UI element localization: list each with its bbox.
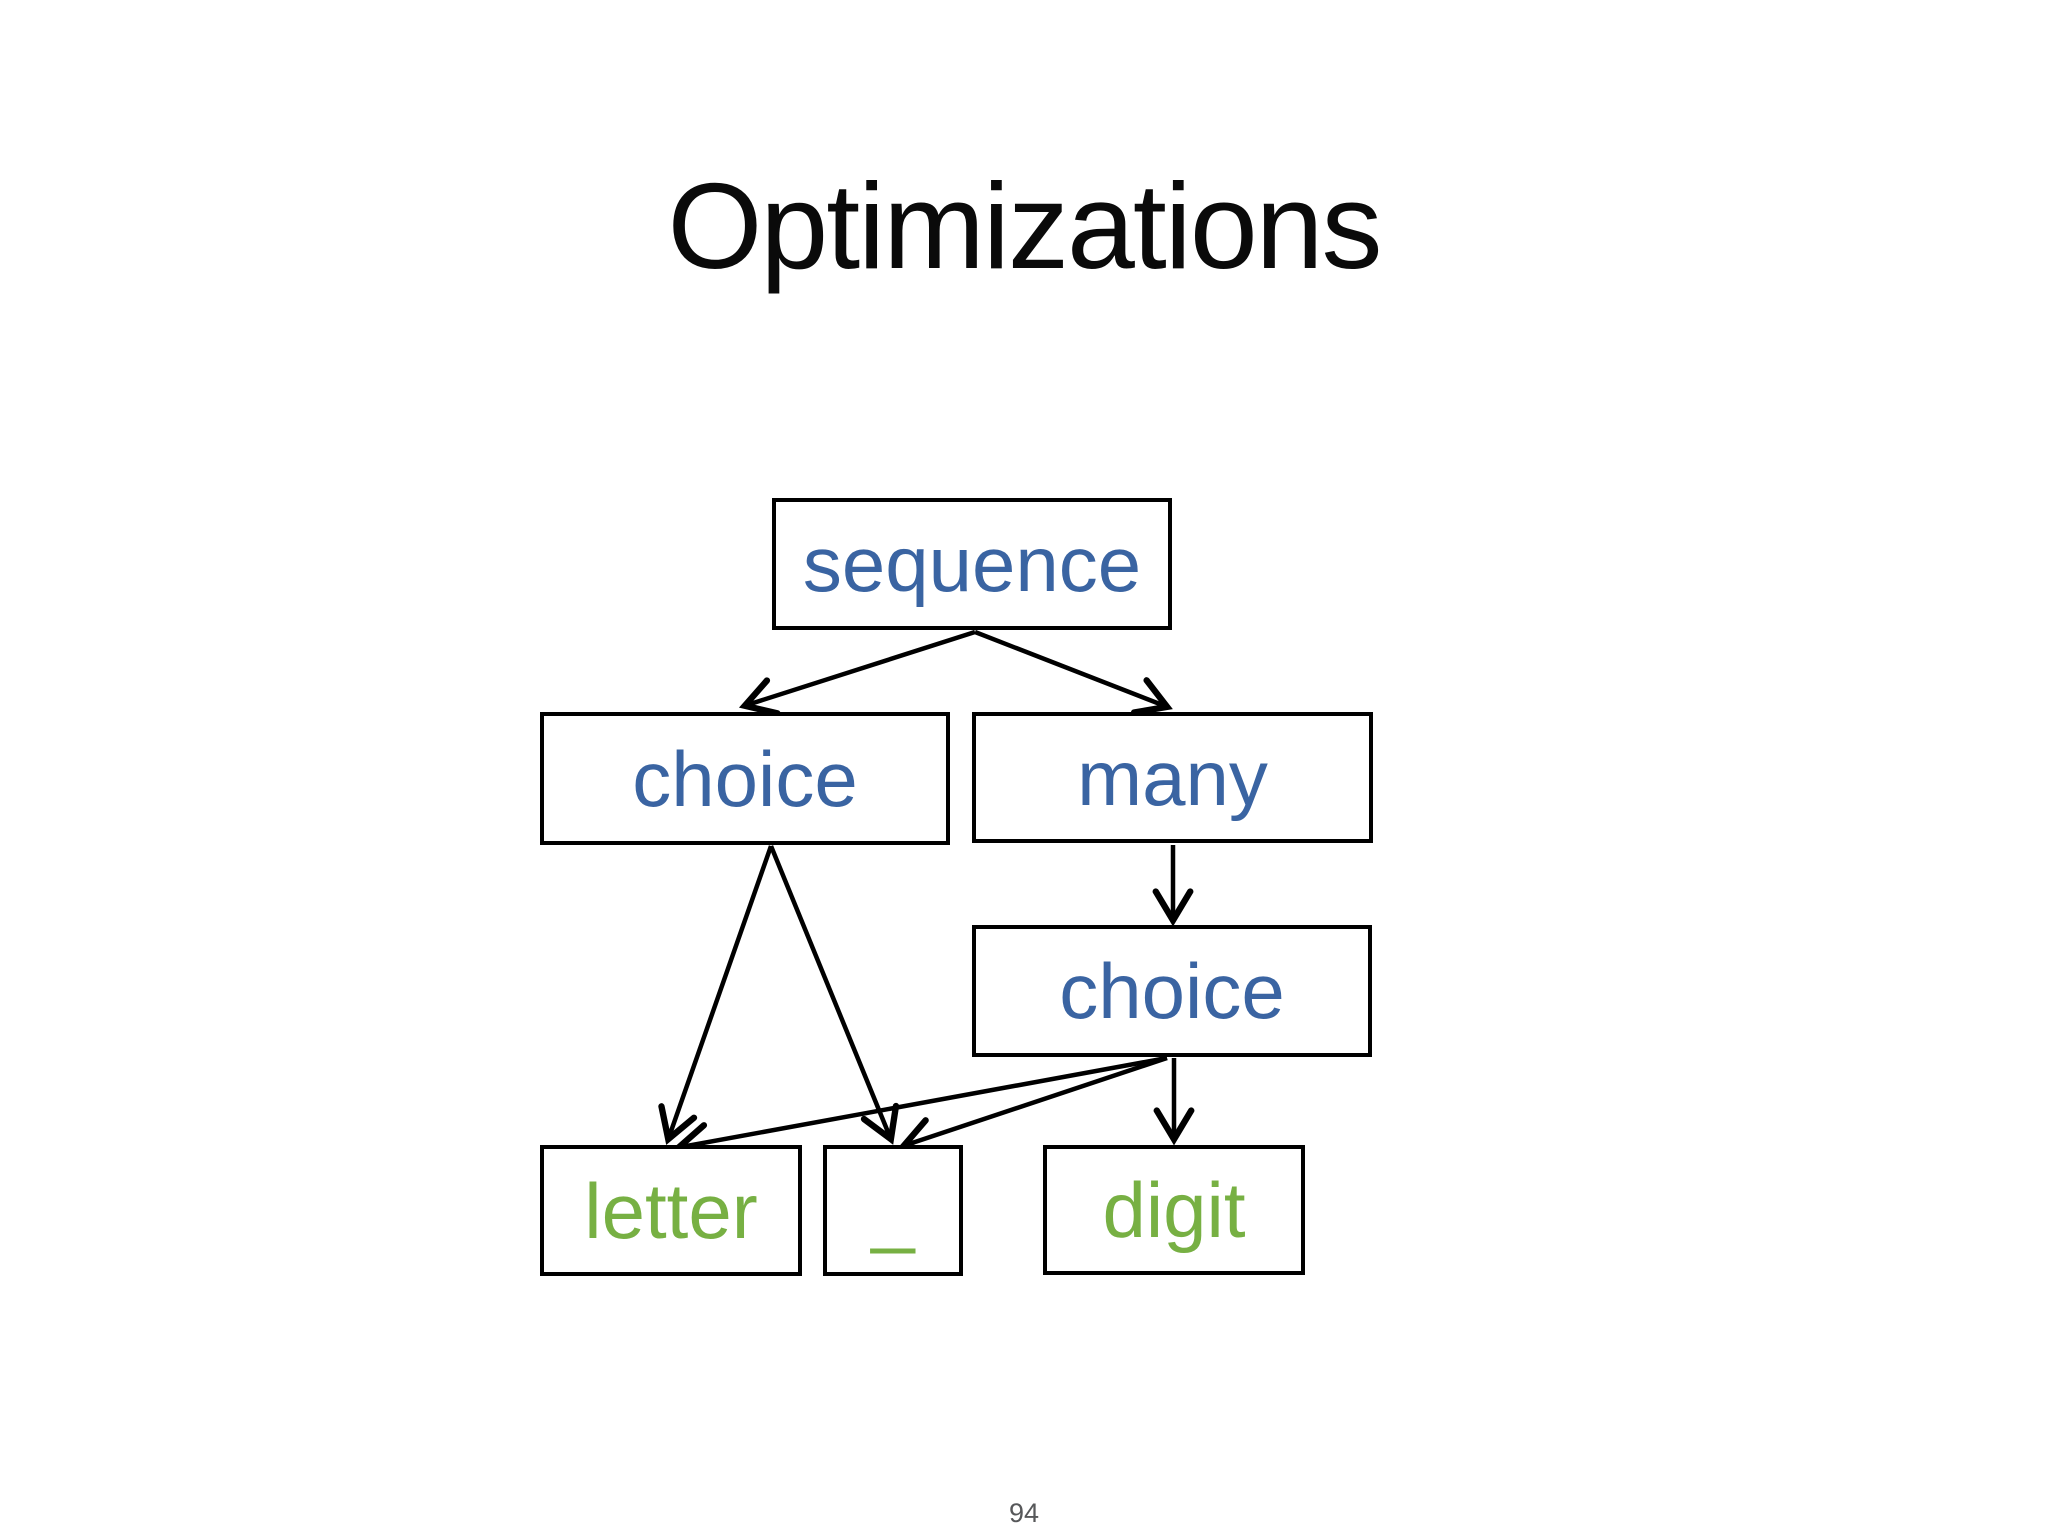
node-letter: letter <box>540 1145 802 1276</box>
edge-choice-left-underscore <box>768 845 900 1145</box>
node-sequence-label: sequence <box>802 520 1142 608</box>
node-digit: digit <box>1043 1145 1305 1275</box>
node-many-label: many <box>1077 733 1268 822</box>
node-digit-label: digit <box>1102 1166 1246 1254</box>
page-number: 94 <box>1008 1498 1040 1528</box>
node-choice-left-label: choice <box>632 734 858 823</box>
edge-choice-left-letter <box>658 845 774 1145</box>
node-choice-right-label: choice <box>1059 947 1285 1035</box>
node-sequence: sequence <box>772 498 1172 630</box>
node-underscore-label: _ <box>871 1166 915 1255</box>
node-many: many <box>972 712 1373 843</box>
node-underscore: _ <box>823 1145 963 1276</box>
node-choice-right: choice <box>972 925 1372 1057</box>
edge-choice-right-underscore <box>897 1055 1168 1157</box>
edge-choice-right-letter <box>672 1055 1168 1163</box>
edge-sequence-many <box>974 629 1173 716</box>
edge-sequence-choice-left <box>738 629 976 717</box>
node-letter-label: letter <box>584 1166 758 1255</box>
node-choice-left: choice <box>540 712 950 845</box>
slide-title: Optimizations <box>667 158 1382 294</box>
